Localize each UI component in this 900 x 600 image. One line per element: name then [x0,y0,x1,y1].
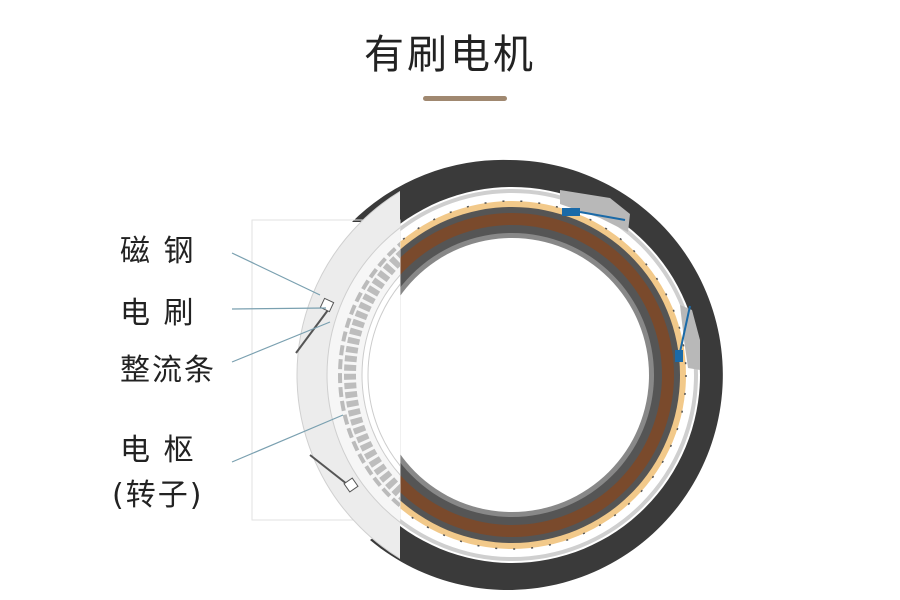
label-rotor: (转子) [112,478,204,513]
title-underline [423,96,507,101]
armature-cutaway [400,200,687,550]
page-title: 有刷电机 [364,32,536,78]
commutator-cutaway [251,190,401,560]
leader-lines [231,252,344,463]
brush-right [560,190,700,370]
label-brush: 电 刷 [120,296,196,331]
label-commutator: 整流条 [120,353,216,388]
label-magnet: 磁 钢 [120,234,196,269]
label-armature: 电 枢 [120,433,196,468]
